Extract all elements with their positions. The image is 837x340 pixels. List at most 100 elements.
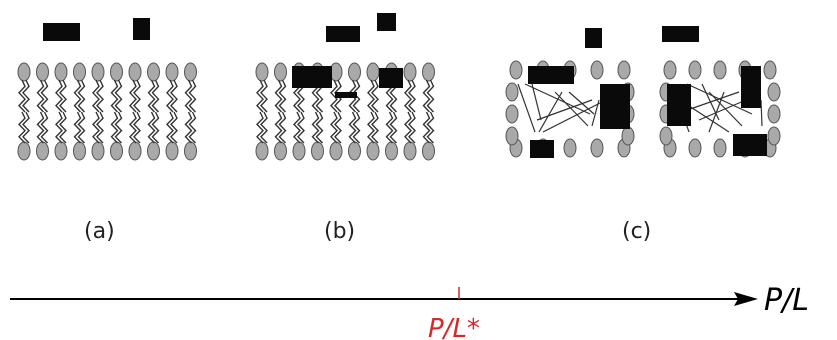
peptide [662, 26, 699, 42]
lipid-tail [36, 79, 45, 113]
lipid-tail [96, 79, 104, 113]
lipid-tail [188, 79, 197, 113]
lipid-head [17, 62, 31, 82]
lipid-head [767, 82, 781, 102]
lipid-head [54, 62, 68, 82]
lipid-tail [330, 79, 338, 113]
lipid-head [36, 62, 49, 82]
lipid-tail [698, 99, 747, 121]
lipid-tail [92, 111, 100, 144]
lipid-tail [114, 111, 123, 144]
lipid-tail [77, 79, 86, 113]
lipid-tail [114, 79, 123, 113]
lipid-head [505, 104, 519, 124]
lipid-head [255, 141, 269, 161]
lipid-tail [531, 83, 542, 121]
lipid-tail [129, 111, 137, 144]
lipid-tail [55, 79, 63, 113]
peptide [43, 23, 80, 41]
lipid-head [688, 60, 702, 80]
lipid-head [621, 126, 635, 146]
lipid-tail [422, 111, 431, 144]
lipid-head [366, 62, 380, 82]
lipid-tail [348, 111, 357, 144]
lipid-tail [542, 99, 607, 133]
lipid-tail [408, 111, 416, 144]
lipid-head [128, 141, 142, 161]
lipid-head [385, 141, 398, 161]
lipid-head [505, 126, 519, 146]
peptide [528, 66, 574, 84]
lipid-head [54, 141, 68, 161]
lipid-head [767, 126, 781, 146]
lipid-tail [147, 79, 156, 113]
lipid-head [348, 141, 361, 161]
lipid-tail [760, 99, 763, 127]
lipid-tail [385, 111, 394, 144]
lipid-tail [568, 91, 595, 115]
lipid-tail [274, 111, 283, 144]
lipid-head [184, 141, 197, 161]
axis-label: P/L [764, 283, 809, 318]
lipid-head [329, 141, 343, 161]
lipid-head [91, 141, 105, 161]
lipid-tail [330, 111, 338, 144]
lipid-tail [404, 111, 412, 144]
lipid-tail [184, 111, 193, 144]
lipid-head [17, 141, 31, 161]
peptide [335, 92, 357, 98]
lipid-head [292, 141, 306, 161]
lipid-tail [367, 111, 375, 144]
lipid-head [274, 141, 287, 161]
lipid-tail [315, 111, 324, 144]
lipid-head [366, 141, 380, 161]
lipid-tail [334, 111, 342, 144]
lipid-tail [40, 79, 49, 113]
lipid-tail [73, 111, 82, 144]
peptide [377, 13, 396, 31]
lipid-head [422, 141, 435, 161]
critical-ratio-label: P/L* [428, 314, 480, 340]
lipid-tail [422, 79, 431, 113]
lipid-tail [129, 79, 137, 113]
lipid-tail [260, 79, 268, 113]
lipid-head [509, 60, 523, 80]
lipid-tail [389, 111, 398, 144]
lipid-tail [297, 111, 305, 144]
lipid-head [73, 141, 86, 161]
lipid-head [590, 138, 604, 158]
lipid-tail [147, 111, 156, 144]
lipid-tail [166, 79, 174, 113]
lipid-tail [92, 79, 100, 113]
lipid-head [713, 60, 727, 80]
lipid-tail [278, 111, 287, 144]
lipid-head [505, 82, 519, 102]
lipid-tail [311, 111, 320, 144]
panel-a-bilayer [17, 18, 197, 161]
lipid-head [184, 62, 197, 82]
lipid-tail [256, 111, 264, 144]
peptide [667, 84, 691, 126]
lipid-head [617, 60, 631, 80]
peptide [585, 28, 602, 48]
panel-label-c: (c) [622, 219, 651, 244]
peptide [133, 18, 150, 40]
lipid-head [110, 62, 123, 82]
lipid-tail [371, 79, 379, 113]
lipid-tail [96, 111, 104, 144]
lipid-tail [170, 111, 178, 144]
lipid-tail [18, 79, 26, 113]
panel-b-bilayer [255, 13, 435, 161]
peptide [379, 68, 403, 88]
lipid-tail [22, 111, 30, 144]
lipid-head [147, 62, 160, 82]
lipid-tail [426, 79, 435, 113]
lipid-head [659, 126, 673, 146]
lipid-head [767, 104, 781, 124]
lipid-head [403, 141, 417, 161]
lipid-tail [151, 111, 160, 144]
lipid-head [165, 62, 179, 82]
panel-label-b: (b) [324, 219, 355, 244]
peptide [733, 134, 767, 156]
